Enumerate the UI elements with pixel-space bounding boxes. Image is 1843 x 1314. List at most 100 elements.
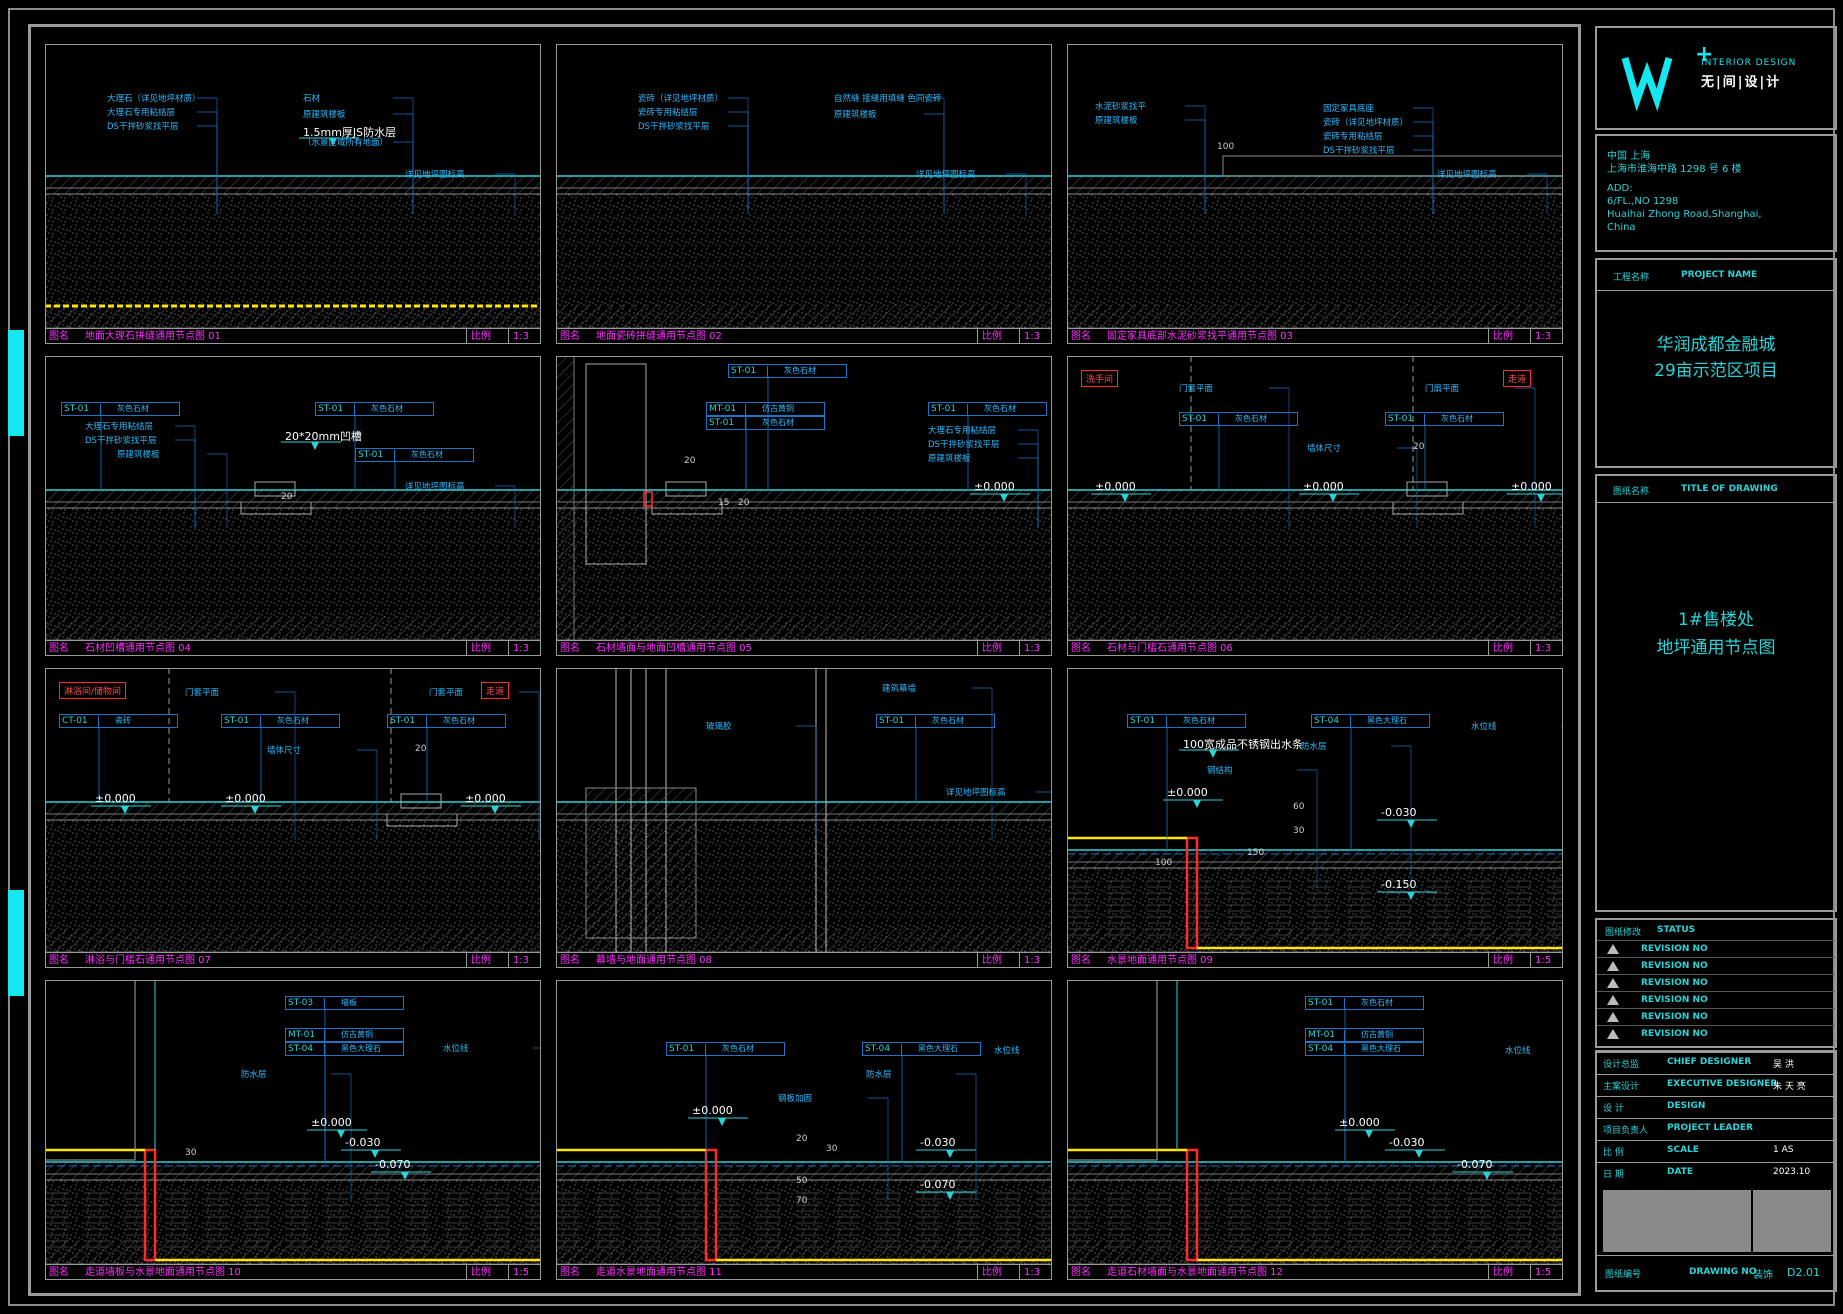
material-code: MT-01: [709, 404, 746, 415]
caption-title: 石材与门槛石通用节点图 06: [1107, 643, 1233, 654]
drawing-no-label-cn: 图纸编号: [1605, 1270, 1642, 1280]
callout-note: 原建筑楼板: [303, 110, 346, 120]
address-en-3: China: [1607, 222, 1636, 233]
level-mark: ±0.000: [692, 1104, 733, 1117]
level-mark: ±0.000: [311, 1116, 352, 1129]
caption-title: 走道石材墙面与水景地面通用节点图 12: [1107, 1267, 1283, 1278]
room-tag: 淋浴间/储物间: [59, 682, 127, 699]
left-margin-marker: [8, 330, 24, 436]
section-drawing-06: [1067, 356, 1563, 640]
material-code: ST-04: [865, 1044, 902, 1055]
material-code: ST-01: [358, 450, 395, 461]
callout-note: 大理石（详见地坪材质）: [107, 94, 201, 104]
revision-label: REVISION NO: [1641, 961, 1708, 971]
material-code: ST-01: [669, 1044, 706, 1055]
material-desc: 灰色石材: [277, 716, 309, 725]
info-label-cn: 日 期: [1603, 1170, 1624, 1180]
material-code: CT-01: [62, 716, 99, 727]
callout-note: 详见地坪图标高: [946, 788, 1006, 798]
level-mark: 20*20mm凹槽: [285, 430, 362, 443]
material-desc: 灰色石材: [443, 716, 475, 725]
caption-title: 水景地面通用节点图 09: [1107, 955, 1213, 966]
section-drawing-09: [1067, 725, 1563, 952]
logo-cn: 无|间|设|计: [1701, 75, 1782, 90]
callout-note: 墙体尺寸: [267, 746, 302, 756]
caption-label: 图名: [49, 955, 69, 966]
material-code: ST-01: [709, 418, 746, 429]
caption-scale: 1:3: [1019, 641, 1048, 656]
level-mark: -0.030: [920, 1136, 956, 1149]
callout-note: 详见地坪图标高: [1437, 170, 1497, 180]
revision-label: REVISION NO: [1641, 1012, 1708, 1022]
caption-label: 图名: [1071, 643, 1091, 654]
revision-row: REVISION NO: [1597, 957, 1835, 975]
material-desc: 仿古黄铜: [341, 1030, 373, 1039]
level-mark: 20: [281, 492, 293, 502]
section-drawing-08: [556, 668, 1052, 952]
info-label-en: PROJECT LEADER: [1667, 1123, 1753, 1133]
caption-scale-label: 比例: [977, 1265, 1012, 1280]
material-code: ST-01: [224, 716, 261, 727]
section-drawing-10: [45, 980, 541, 1264]
caption-label: 图名: [560, 331, 580, 342]
project-name-1: 华润成都金融城: [1656, 335, 1776, 355]
level-mark: 20: [1413, 442, 1425, 452]
address-cn-1: 中国 上海: [1607, 151, 1651, 162]
section-drawing-02: [556, 97, 1052, 328]
material-desc: 灰色石材: [117, 404, 149, 413]
level-mark: ±0.000: [465, 792, 506, 805]
caption-title: 固定家具底部水泥砂浆找平通用节点图 03: [1107, 331, 1293, 342]
level-mark: 50: [796, 1176, 808, 1186]
material-desc: 灰色石材: [762, 418, 794, 427]
callout-note: 门扇平面: [1425, 384, 1460, 394]
callout-note: 固定家具底座: [1323, 104, 1375, 114]
callout-note: 水位线: [1505, 1046, 1531, 1056]
material-tag: ST-01 灰色石材: [706, 416, 825, 430]
callout-note: 防水层: [866, 1070, 892, 1080]
level-mark: ±0.000: [1095, 480, 1136, 493]
material-desc: 灰色石材: [371, 404, 403, 413]
room-tag: 洗手间: [1081, 370, 1119, 387]
info-label-en: SCALE: [1667, 1145, 1699, 1155]
material-desc: 仿古黄铜: [762, 404, 794, 413]
caption-label: 图名: [1071, 1267, 1091, 1278]
material-desc: 灰色石材: [1183, 716, 1215, 725]
logo-en: INTERIOR DESIGN: [1701, 58, 1797, 68]
drawing-name-2: 地坪通用节点图: [1656, 638, 1776, 658]
level-mark: -0.030: [1381, 806, 1417, 819]
title-block-logo: + INTERIOR DESIGN 无|间|设|计: [1595, 26, 1837, 130]
callout-note: 建筑幕墙: [882, 684, 917, 694]
status-label-en: STATUS: [1657, 925, 1696, 935]
revision-row: REVISION NO: [1597, 974, 1835, 992]
info-label-en: CHIEF DESIGNER: [1667, 1057, 1752, 1067]
level-mark: ±0.000: [974, 480, 1015, 493]
material-desc: 灰色石材: [932, 716, 964, 725]
material-code: ST-03: [288, 998, 325, 1009]
caption-scale: 1:3: [508, 953, 537, 968]
callout-note: 防水层: [1301, 742, 1327, 752]
level-mark: 20: [415, 744, 427, 754]
caption-scale-label: 比例: [1488, 329, 1523, 344]
caption-scale-label: 比例: [1488, 1265, 1523, 1280]
revision-row: REVISION NO: [1597, 1025, 1835, 1043]
caption-label: 图名: [1071, 955, 1091, 966]
level-mark: 150: [1247, 848, 1265, 858]
level-mark: 30: [185, 1148, 197, 1158]
caption-scale-label: 比例: [977, 329, 1012, 344]
